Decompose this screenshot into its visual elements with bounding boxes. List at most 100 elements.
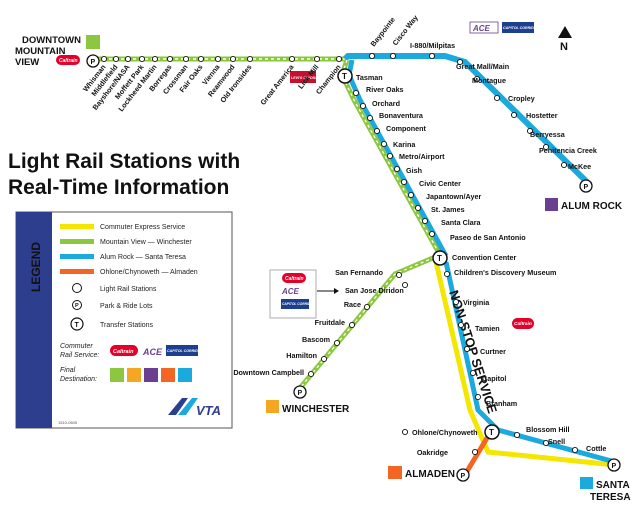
station-fruitdale-label: Fruitdale — [315, 318, 345, 327]
station-old-ironsides-dot — [246, 55, 254, 63]
ace-badge-top — [469, 21, 499, 34]
station-great-mall-main-dot — [456, 58, 464, 66]
svg-text:CAPITOL CORRIDOR: CAPITOL CORRIDOR — [282, 302, 316, 306]
mv-destination-icon — [86, 35, 100, 49]
legend-dest-icon-1 — [110, 368, 124, 382]
svg-text:Caltrain: Caltrain — [113, 349, 134, 355]
legend-line-ohlone: Ohlone/Chynoweth — Almaden — [100, 269, 198, 276]
station-river-oaks-dot — [352, 89, 360, 97]
legend-symbol-transfer: Transfer Stations — [100, 322, 154, 329]
station-st-james-dot — [414, 204, 422, 212]
capitol-badge-top-text: CAPITOL CORRIDOR — [503, 26, 540, 30]
legend-dest-icon-5 — [178, 368, 192, 382]
station-downtown-campbell-label: Downtown Campbell — [233, 368, 304, 377]
legend-box: LEGEND Commuter Express Service Mountain… — [15, 211, 233, 429]
station-orchard-label: Orchard — [372, 99, 400, 108]
station-component-label: Component — [386, 124, 427, 133]
station-bonaventura-label: Bonaventura — [379, 111, 424, 120]
station-convention-center-label: Convention Center — [452, 253, 516, 262]
station-fruitdale-dot — [348, 321, 356, 329]
station-fair-oaks-dot — [197, 55, 205, 63]
legend-final-label-2: Destination: — [60, 376, 97, 383]
tamien-caltrain-text: Caltrain — [514, 321, 532, 327]
express-line — [433, 261, 616, 468]
station-virginia-dot — [452, 298, 460, 306]
trunk-green-dash — [341, 59, 441, 256]
transfer-convention-center: T — [432, 250, 448, 266]
legend-transfer-icon — [70, 317, 84, 331]
station-japantown-ayer-label: Japantown/Ayer — [426, 192, 481, 201]
station-san-jose-diridon-label: San Jose Diridon — [345, 286, 404, 295]
station-paseo-de-san-antonio-dot — [428, 230, 436, 238]
station-bonaventura-dot — [366, 114, 374, 122]
station-race-label: Race — [344, 300, 361, 309]
station-crossman-dot — [182, 55, 190, 63]
station-karina-dot — [380, 140, 388, 148]
station-i-880-milpitas-dot — [428, 52, 436, 60]
station-i-880-milpitas-label: I-880/Milpitas — [410, 41, 455, 50]
terminal-winchester: WINCHESTER — [282, 404, 350, 415]
station-branham-dot — [474, 393, 482, 401]
svg-text:T: T — [342, 72, 347, 81]
north-arrow-icon — [558, 26, 572, 38]
svg-text:VTA: VTA — [196, 403, 221, 418]
station-japantown-ayer-dot — [407, 191, 415, 199]
station-capitol-dot — [469, 369, 477, 377]
station-san-jose-diridon-dot — [401, 281, 409, 289]
ace-badge-top-text: ACE — [472, 24, 491, 33]
station-mckee-dot — [560, 161, 568, 169]
mv-caltrain-badge — [56, 55, 80, 65]
station-mckee-label: McKee — [568, 162, 591, 171]
station-reamwood-dot — [229, 55, 237, 63]
alum-line-top — [342, 53, 593, 188]
station-civic-center-dot — [400, 178, 408, 186]
alum-terminal-park-label: P — [584, 184, 589, 191]
legend-code: 1510-0605 — [58, 420, 78, 425]
station-blossom-hill-dot — [513, 431, 521, 439]
station-snell-dot — [542, 439, 550, 447]
station-bayshore-nasa-dot — [124, 55, 132, 63]
station-moffett-park-dot — [138, 55, 146, 63]
station-hamilton-dot — [320, 355, 328, 363]
station-great-america-dot — [288, 55, 296, 63]
station-oakridge-dot — [471, 448, 479, 456]
station-ohlone-chynoweth-dot — [401, 428, 409, 436]
station-virginia-label: Virginia — [463, 298, 490, 307]
station-children-s-discovery-museum-label: Children's Discovery Museum — [454, 268, 556, 277]
south-blue-line — [443, 261, 616, 465]
legend-line-express: Commuter Express Service — [100, 224, 185, 231]
alum-terminal-park — [579, 179, 593, 193]
legend-side-bar — [16, 212, 52, 428]
station-berryessa-dot — [526, 127, 534, 135]
terminal-santa-line1: SANTA — [596, 480, 630, 491]
legend-heading: LEGEND — [29, 242, 43, 292]
station-children-s-discovery-museum-dot — [443, 270, 451, 278]
legend-line-alum: Alum Rock — Santa Teresa — [100, 254, 186, 261]
station-borregas-dot — [166, 55, 174, 63]
legend-commuter-label-1: Commuter — [60, 343, 93, 350]
station-metro-airport-dot — [386, 152, 394, 160]
station-orchard-dot — [359, 102, 367, 110]
levis-stadium-text: LEVI'S STADIUM — [291, 76, 320, 80]
diridon-badges: Caltrain ACE CAPITOL CORRIDOR — [269, 269, 317, 319]
winchester-destination-icon — [266, 400, 279, 413]
station-race-dot — [363, 303, 371, 311]
legend-swatch-mv — [60, 239, 94, 244]
svg-text:T: T — [75, 322, 80, 329]
legend-dest-icon-4 — [161, 368, 175, 382]
station-tamien-label: Tamien — [475, 324, 500, 333]
mv-terminal-park — [86, 54, 100, 68]
legend-ace-badge: ACE — [142, 347, 163, 357]
legend-dest-icon-3 — [144, 368, 158, 382]
winchester-terminal-park — [293, 385, 307, 399]
legend-caltrain-badge — [110, 345, 138, 356]
map-title-line2: Real-Time Information — [8, 176, 229, 199]
station-curtner-label: Curtner — [480, 347, 506, 356]
station-lick-mill-dot — [313, 55, 321, 63]
station-blossom-hill-label: Blossom Hill — [526, 425, 570, 434]
vta-logo-icon: VTA — [168, 398, 221, 418]
legend-swatch-express — [60, 224, 94, 229]
alum-destination-icon — [545, 198, 558, 211]
